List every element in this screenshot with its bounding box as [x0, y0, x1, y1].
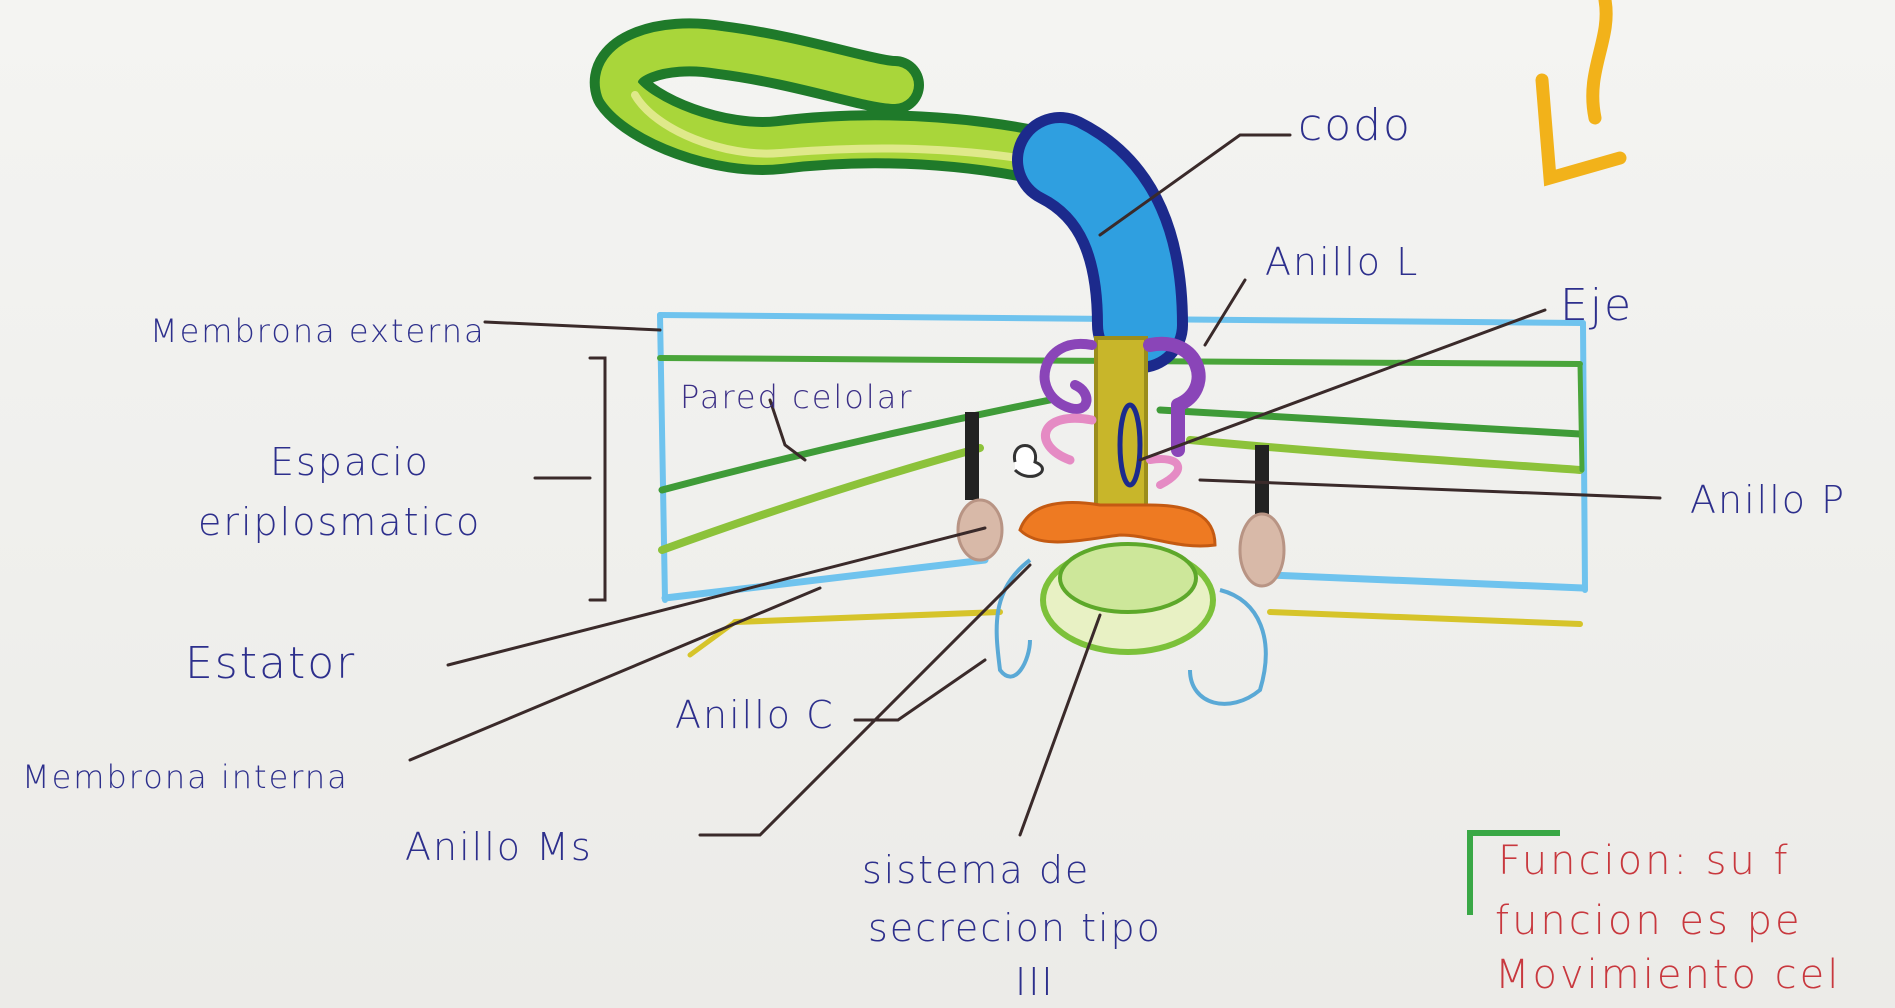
label-membrana-externa: Membrona externa — [150, 312, 486, 350]
label-sistema-line1: sistema de — [862, 848, 1090, 892]
ms-ring — [1043, 544, 1213, 652]
pointer-lines — [410, 135, 1660, 835]
label-anillo-ms: Anillo Ms — [405, 825, 593, 869]
label-codo: codo — [1298, 100, 1412, 151]
flagellum-filament — [619, 47, 1060, 165]
hook-codo — [1060, 160, 1140, 325]
orange-arrow-icon — [1542, 0, 1620, 178]
funcion-note-line2: funcion es pe — [1495, 898, 1803, 944]
label-pared-celular: Pared celolar — [680, 378, 914, 416]
funcion-note-line3: Movimiento cel — [1495, 952, 1841, 998]
label-anillo-l: Anillo L — [1265, 240, 1419, 284]
label-espacio-line1: Espacio — [270, 440, 430, 484]
funcion-note-line1: Funcion: su f — [1498, 838, 1791, 884]
label-anillo-p: Anillo P — [1690, 478, 1846, 522]
label-espacio-line2: eriplosmatico — [198, 500, 481, 544]
inner-ring-orange — [1020, 503, 1215, 546]
label-sistema-line2: secrecion tipo — [868, 906, 1162, 950]
label-anillo-c: Anillo C — [675, 693, 835, 737]
label-eje: Eje — [1560, 280, 1633, 331]
label-membrana-interna: Membrona interna — [22, 758, 349, 796]
label-estator: Estator — [185, 638, 356, 689]
stator-right — [1240, 445, 1284, 586]
label-sistema-line3: III — [1015, 960, 1055, 1004]
